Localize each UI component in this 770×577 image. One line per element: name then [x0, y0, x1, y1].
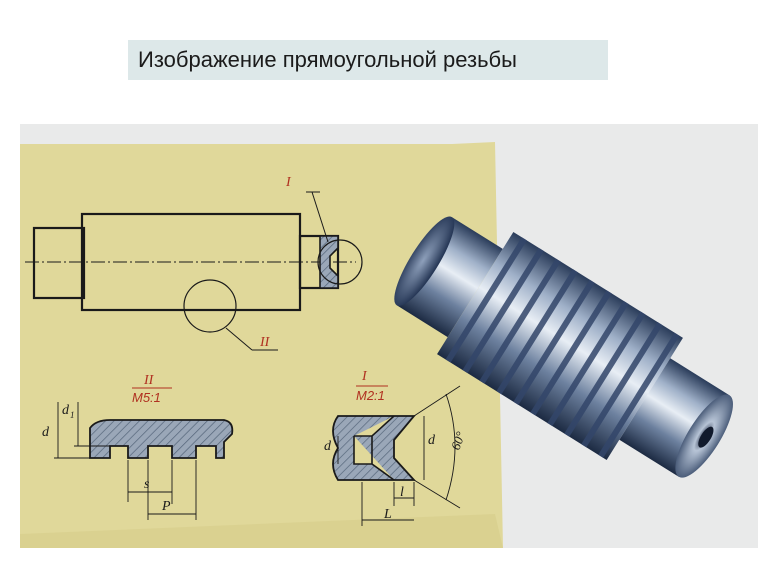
dim-d1-subscript: 1: [70, 410, 75, 420]
detail-1-title-scale: M2:1: [356, 388, 385, 403]
technical-drawing: I II II M5:1 d d 1 s P I M2:1: [20, 142, 733, 548]
dim-d-detail-label: d: [324, 439, 332, 454]
shaft-main-view: [25, 212, 356, 312]
dim-angle-label: 60°: [448, 430, 468, 452]
dim-l-big-label: L: [383, 507, 392, 522]
detail-2-title-top: II: [143, 373, 155, 388]
dim-d1-label: d: [62, 403, 70, 418]
thread-illustration-photo: I II II M5:1 d d 1 s P I M2:1: [20, 124, 758, 548]
dim-s-label: s: [144, 477, 150, 492]
dim-l-small-label: l: [400, 485, 404, 500]
detail-2-title-scale: M5:1: [132, 390, 161, 405]
dim-p-label: P: [161, 499, 171, 514]
detail-circle-2: [183, 279, 237, 333]
detail-circle-1: [317, 239, 363, 285]
threaded-shaft-3d: [394, 216, 733, 478]
view-label-1: I: [285, 175, 292, 190]
dim-d1-detail-label: d: [428, 433, 436, 448]
view-label-2: II: [259, 335, 271, 350]
thread-profile-section: [89, 419, 234, 459]
slide-title: Изображение прямоугольной резьбы: [128, 40, 608, 80]
dim-d-label: d: [42, 425, 50, 440]
detail-1-title-top: I: [361, 369, 368, 384]
